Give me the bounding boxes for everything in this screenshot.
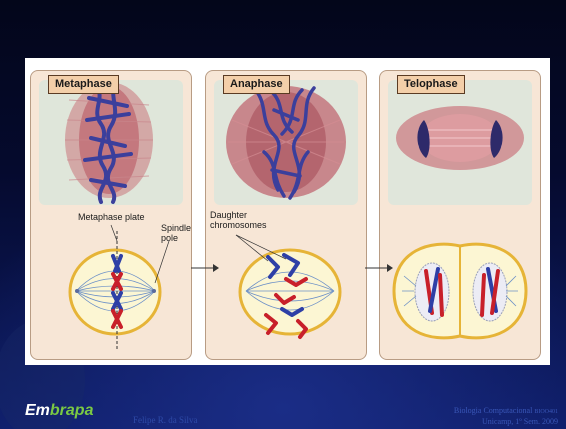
course-title: Biologia Computacional (454, 406, 532, 415)
label-spindle-pole: Spindle pole (161, 223, 191, 243)
metaphase-panel: Metaphase Metaphase plate Spindle pole (30, 70, 192, 360)
telophase-panel: Telophase (379, 70, 541, 360)
panel-title-anaphase: Anaphase (223, 75, 290, 94)
mitosis-figure: Metaphase Metaphase plate Spindle pole (25, 58, 550, 365)
embrapa-logo: Embrapa (25, 402, 93, 420)
course-term: Unicamp, 1º Sem. 2009 (454, 417, 558, 427)
arrow-anaphase-to-telophase (363, 263, 393, 273)
arrow-metaphase-to-anaphase (189, 263, 219, 273)
course-info: Biologia Computacional BIOO401 Unicamp, … (454, 406, 558, 427)
logo-part2: brapa (50, 402, 94, 419)
panel-title-telophase: Telophase (397, 75, 465, 94)
label-metaphase-plate: Metaphase plate (78, 212, 145, 222)
label-daughter-chromosomes: Daughter chromosomes (210, 210, 267, 230)
telophase-diagram (380, 71, 540, 359)
panel-title-metaphase: Metaphase (48, 75, 119, 94)
author-name: Felipe R. da Silva (133, 415, 198, 425)
logo-part1: Em (25, 402, 50, 419)
anaphase-panel: Anaphase Daughter chromosomes (205, 70, 367, 360)
course-code: BIOO401 (534, 409, 558, 415)
